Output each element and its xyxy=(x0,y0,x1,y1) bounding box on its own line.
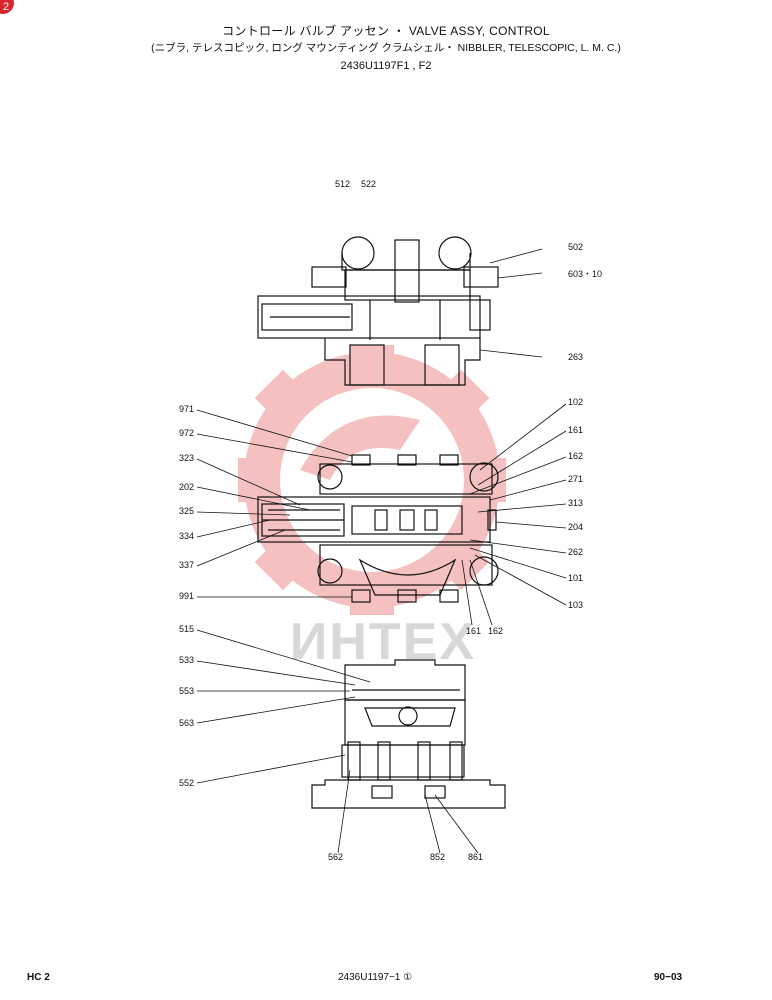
footer-center: 2436U1197−1 ① xyxy=(338,972,413,983)
bottom-view-drawing xyxy=(311,659,506,809)
label-971: 971 xyxy=(179,404,195,414)
label-271: 271 xyxy=(568,474,584,484)
watermark-text: ИНТЕХ xyxy=(290,613,477,671)
part-number-title: 2436U1197F1 , F2 xyxy=(340,60,432,72)
label-161-lower: 161 xyxy=(466,626,482,636)
title-line-2: (ニブラ, テレスコピック, ロング マウンティング クラムシェル・ NIBBL… xyxy=(151,42,621,54)
label-522: 522 xyxy=(361,179,377,189)
corner-badge: 2 xyxy=(0,0,14,14)
label-552: 552 xyxy=(179,778,195,788)
label-972: 972 xyxy=(179,428,195,438)
label-991: 991 xyxy=(179,591,195,601)
label-162-lower: 162 xyxy=(488,626,504,636)
label-262: 262 xyxy=(568,547,584,557)
label-515: 515 xyxy=(179,624,195,634)
footer-left: HC 2 xyxy=(27,972,50,983)
label-861: 861 xyxy=(468,852,484,862)
label-101: 101 xyxy=(568,573,584,583)
label-533: 533 xyxy=(179,655,195,665)
label-161: 161 xyxy=(568,425,584,435)
label-502: 502 xyxy=(568,242,584,252)
label-563: 563 xyxy=(179,718,195,728)
footer-right: 90−03 xyxy=(654,972,683,983)
label-103: 103 xyxy=(568,600,584,610)
bottom-leaders xyxy=(196,629,479,854)
top-leaders xyxy=(479,248,543,358)
label-852: 852 xyxy=(430,852,446,862)
label-323: 323 xyxy=(179,453,195,463)
label-512: 512 xyxy=(335,179,351,189)
label-102: 102 xyxy=(568,397,584,407)
label-202: 202 xyxy=(179,482,195,492)
middle-right-leaders xyxy=(461,403,567,626)
top-view-drawing xyxy=(257,236,499,386)
label-162: 162 xyxy=(568,451,584,461)
label-603-10: 603・10 xyxy=(568,269,603,279)
label-204: 204 xyxy=(568,522,584,532)
label-325: 325 xyxy=(179,506,195,516)
middle-view-drawing xyxy=(257,454,499,603)
label-337: 337 xyxy=(179,560,195,570)
title-line-1: コントロール バルブ アッセン ・ VALVE ASSY, CONTROL xyxy=(222,24,550,38)
label-334: 334 xyxy=(179,531,195,541)
middle-left-leaders xyxy=(196,409,353,598)
label-313: 313 xyxy=(568,498,584,508)
label-562: 562 xyxy=(328,852,344,862)
label-263: 263 xyxy=(568,352,584,362)
label-553: 553 xyxy=(179,686,195,696)
